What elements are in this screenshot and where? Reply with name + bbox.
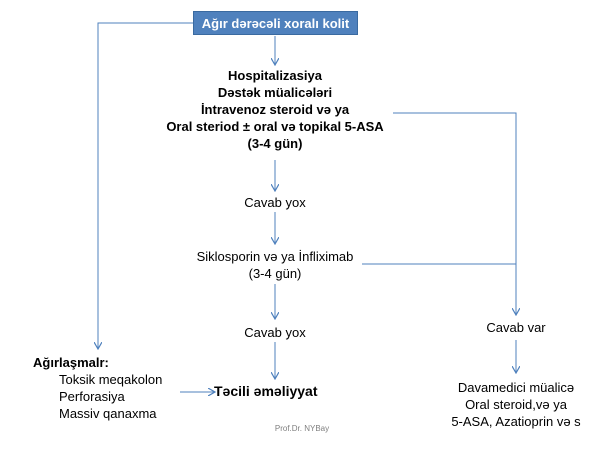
surgery: Təcili əməliyyat	[214, 383, 318, 399]
step1-line: İntravenoz steroid və ya	[200, 102, 350, 117]
step1-line: (3-4 gün)	[247, 136, 303, 151]
maintenance-line: Davamedici müalicə	[457, 380, 575, 395]
step2-line: Siklosporin və ya İnfliximab	[196, 249, 354, 264]
step1-line: Hospitalizasiya	[228, 68, 322, 83]
step1-line: Oral steriod ± oral və topikal 5-ASA	[166, 119, 384, 134]
maintenance-line: Oral steroid,və ya	[465, 397, 567, 412]
response: Cavab var	[486, 320, 546, 335]
complications-block: Ağırlaşmalr: Toksik meqakolon Perforasiy…	[33, 354, 203, 422]
complication-item: Massiv qanaxma	[59, 406, 157, 421]
step1-line: Dəstək müalicələri	[217, 85, 333, 100]
step2-block: Siklosporin və ya İnfliximab (3-4 gün)	[170, 248, 380, 282]
footer-credit: Prof.Dr. NYBay	[274, 424, 330, 433]
arrow-step1-to-response	[393, 112, 516, 314]
title-box: Ağır dərəcəli xoralı kolit	[193, 11, 358, 35]
complications-heading: Ağırlaşmalr:	[33, 355, 109, 370]
complication-item: Perforasiya	[59, 389, 125, 404]
arrow-title-to-complications	[98, 22, 193, 348]
step1-block: Hospitalizasiya Dəstək müalicələri İntra…	[130, 67, 420, 152]
maintenance-line: 5-ASA, Azatioprin və s	[451, 414, 581, 429]
no-response-1: Cavab yox	[244, 195, 306, 210]
step2-line: (3-4 gün)	[248, 266, 302, 281]
maintenance-block: Davamedici müalicə Oral steroid,və ya 5-…	[430, 379, 600, 430]
no-response-2: Cavab yox	[244, 325, 306, 340]
complication-item: Toksik meqakolon	[59, 372, 163, 387]
